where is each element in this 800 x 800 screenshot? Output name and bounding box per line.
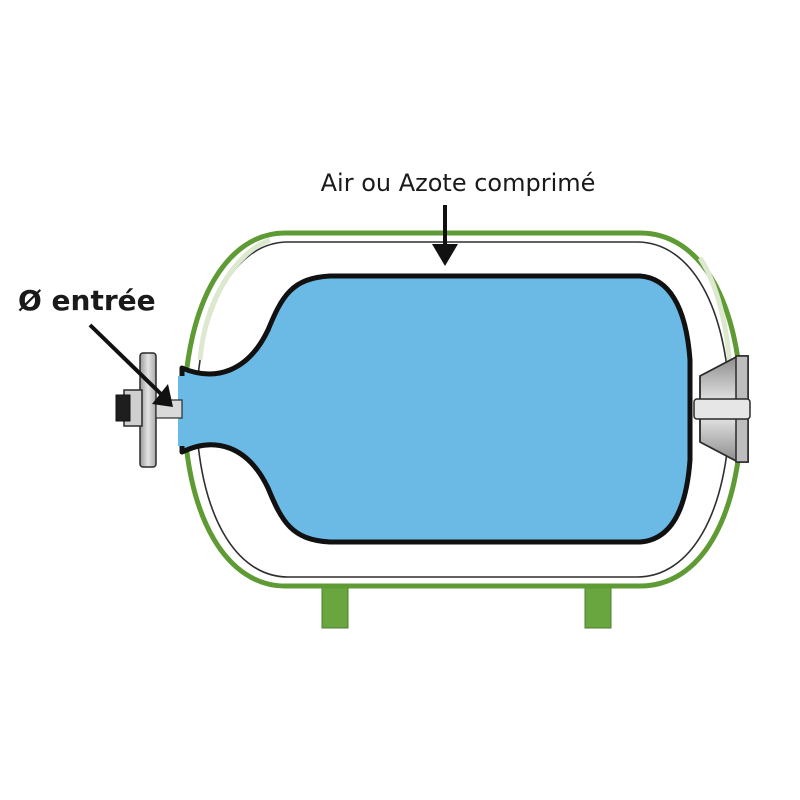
inlet-label: Ø entrée xyxy=(18,284,156,317)
support-leg-left xyxy=(321,585,349,629)
support-leg-right xyxy=(584,585,612,629)
air-valve xyxy=(693,355,751,463)
inlet-flange xyxy=(115,352,183,468)
bladder-membrane xyxy=(179,273,693,545)
air-valve-stem xyxy=(693,398,751,420)
inlet-arrow xyxy=(88,323,173,407)
gas-label: Air ou Azote comprimé xyxy=(321,169,596,197)
gas-arrow xyxy=(432,205,458,266)
inlet-connector-thread xyxy=(115,394,131,422)
